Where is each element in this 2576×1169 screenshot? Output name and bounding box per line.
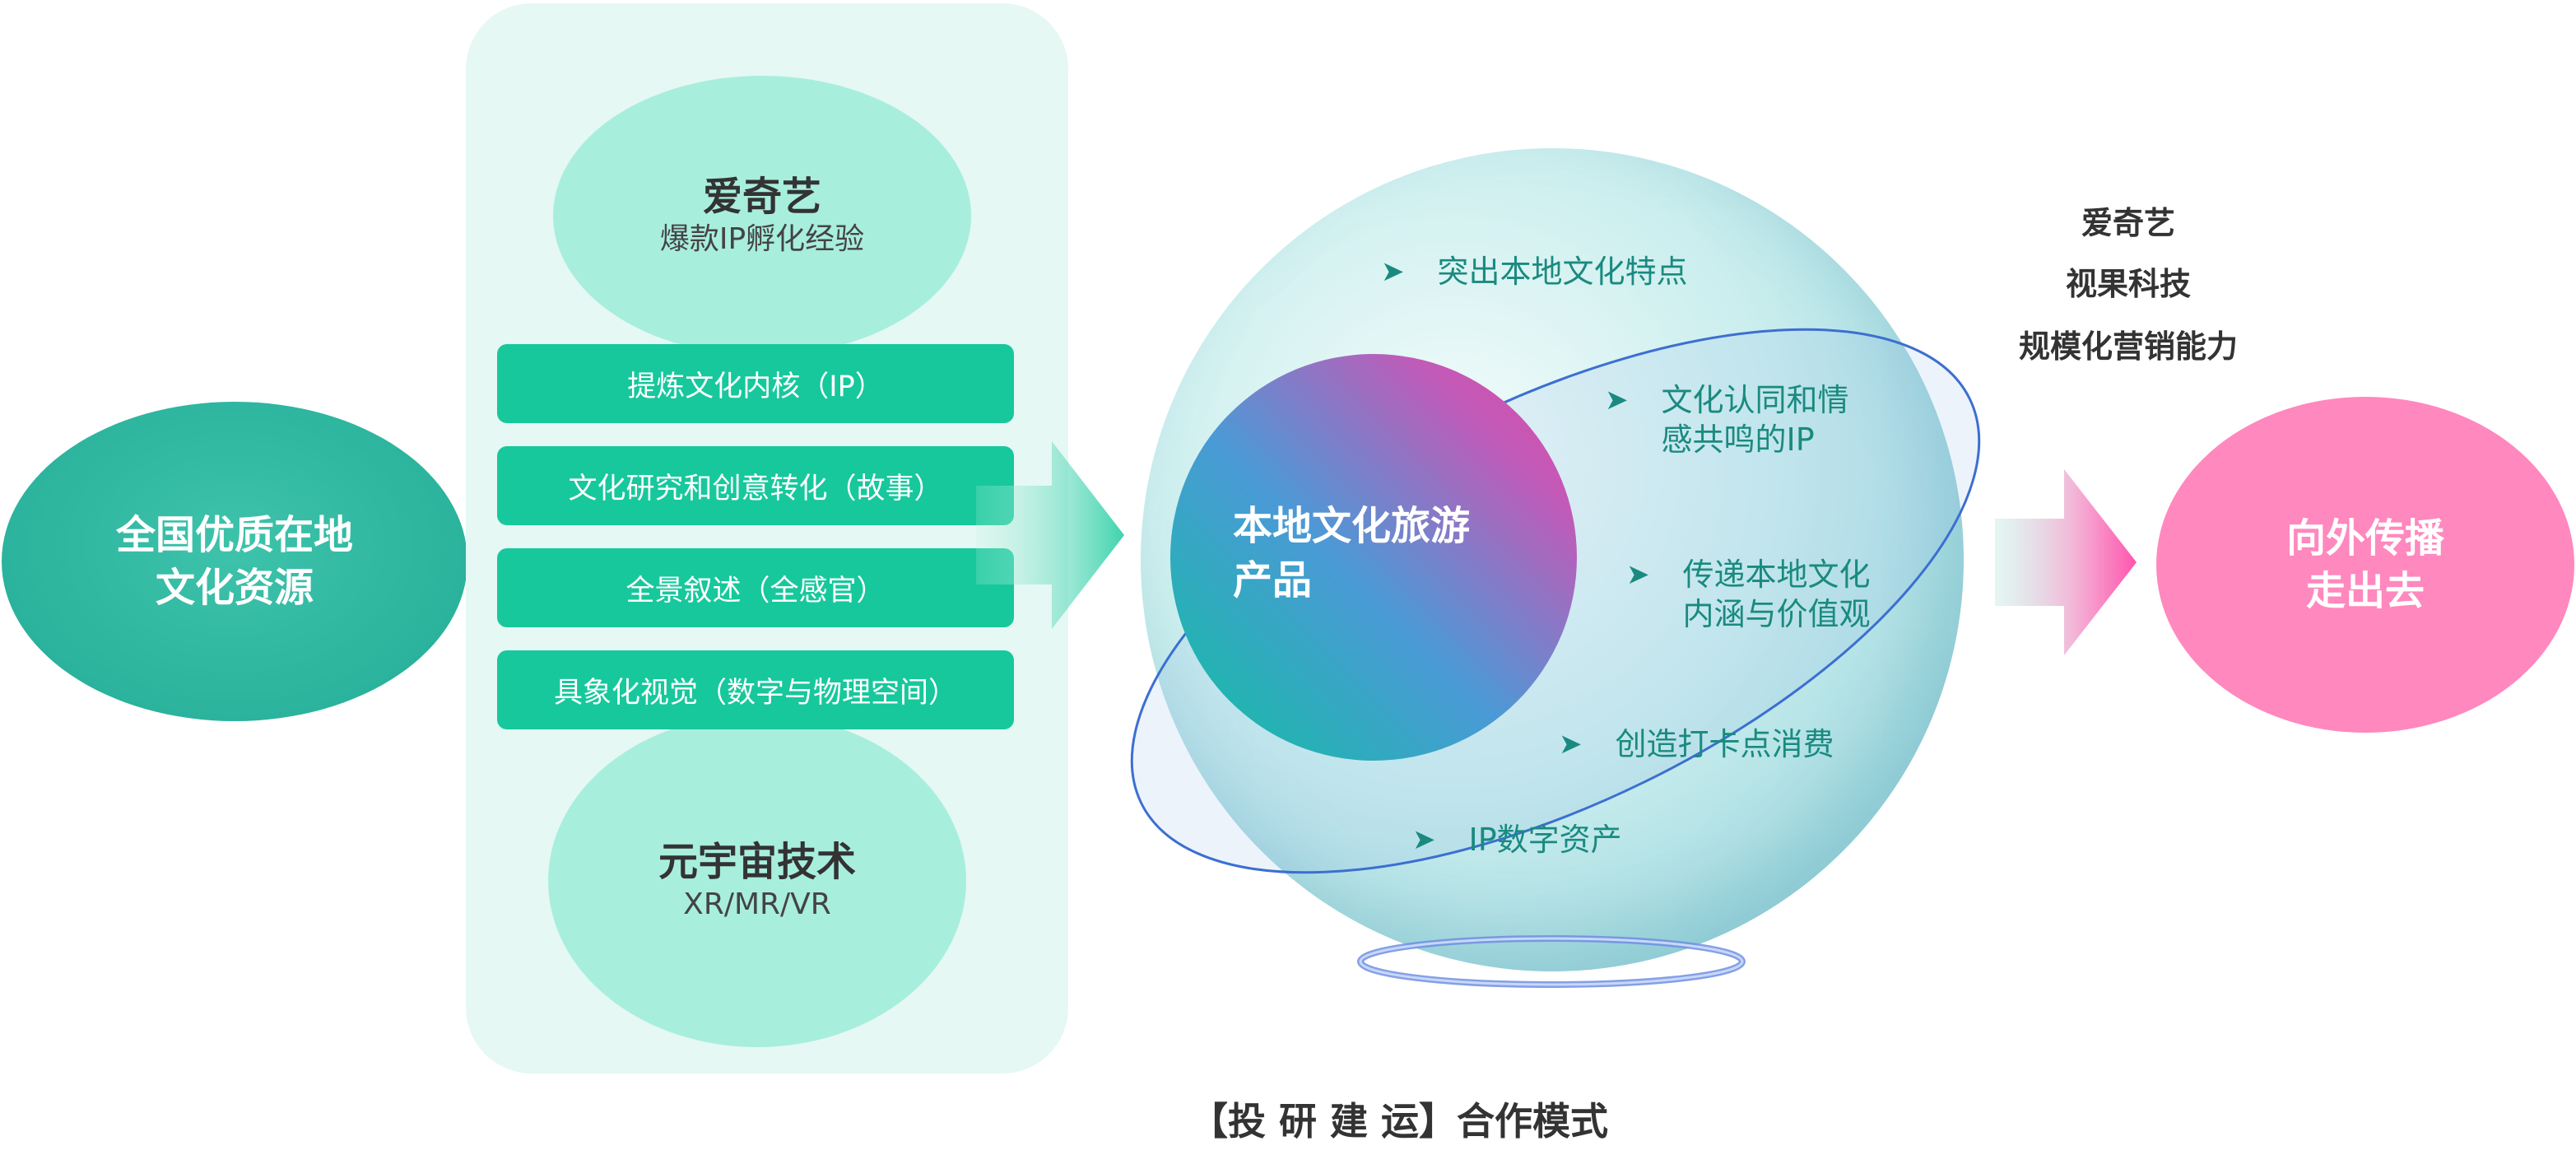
core-product: 本地文化旅游 产品 — [1170, 354, 1577, 761]
bullet-text: 内涵与价值观 — [1682, 596, 1871, 632]
partner-shiguo: 视果科技 — [2065, 266, 2191, 302]
target-line-1: 向外传播 — [2285, 515, 2444, 561]
partner-iqiyi: 爱奇艺 — [2081, 205, 2175, 241]
bullet-checkin: ➤ 创造打卡点消费 — [1559, 724, 1834, 764]
metaverse-bubble: 元宇宙技术 XR/MR/VR — [548, 715, 966, 1047]
source-node: 全国优质在地 文化资源 — [2, 402, 467, 721]
source-line-2: 文化资源 — [155, 565, 314, 611]
chevron-right-icon: ➤ — [1381, 255, 1405, 288]
bullet-cultural-ip: ➤ 文化认同和情 感共鸣的IP — [1605, 380, 1849, 459]
bullet-text: 文化认同和情 — [1661, 382, 1849, 418]
target-line-2: 走出去 — [2305, 568, 2425, 614]
source-line-1: 全国优质在地 — [115, 512, 353, 558]
iqiyi-title: 爱奇艺 — [702, 174, 821, 220]
metaverse-subtitle: XR/MR/VR — [683, 887, 831, 921]
partner-marketing: 规模化营销能力 — [2018, 328, 2238, 365]
bullet-local-feature: ➤ 突出本地文化特点 — [1381, 252, 1688, 291]
chevron-right-icon: ➤ — [1559, 728, 1583, 761]
bullet-text: IP数字资产 — [1468, 822, 1622, 858]
bullet-text: 传递本地文化 — [1682, 557, 1871, 593]
bullet-text: 突出本地文化特点 — [1437, 254, 1688, 290]
arrow-to-target — [1995, 469, 2137, 655]
iqiyi-bubble: 爱奇艺 爆款IP孵化经验 — [553, 76, 971, 356]
step-visual: 具象化视觉（数字与物理空间） — [497, 650, 1014, 729]
chevron-right-icon: ➤ — [1412, 823, 1436, 856]
bullet-text: 感共鸣的IP — [1661, 421, 1815, 458]
chevron-right-icon: ➤ — [1626, 558, 1650, 591]
step-creative-story: 文化研究和创意转化（故事） — [497, 446, 1014, 525]
core-line-1: 本地文化旅游 — [1233, 503, 1471, 549]
iqiyi-subtitle: 爆款IP孵化经验 — [659, 222, 865, 256]
bullet-values: ➤ 传递本地文化 内涵与价值观 — [1626, 555, 1871, 634]
target-node: 向外传播 走出去 — [2156, 397, 2574, 733]
bullet-digital-asset: ➤ IP数字资产 — [1412, 820, 1622, 859]
bullet-text: 创造打卡点消费 — [1615, 726, 1834, 762]
step-panoramic: 全景叙述（全感官） — [497, 548, 1014, 627]
chevron-right-icon: ➤ — [1605, 384, 1629, 417]
metaverse-title: 元宇宙技术 — [658, 839, 856, 885]
arrow-to-product — [976, 441, 1124, 629]
step-extract-ip: 提炼文化内核（IP） — [497, 344, 1014, 423]
core-line-2: 产品 — [1233, 557, 1313, 603]
diagram-caption: 【投 研 建 运】合作模式 — [1189, 1099, 1609, 1143]
globe-base-ring — [1357, 935, 1746, 988]
